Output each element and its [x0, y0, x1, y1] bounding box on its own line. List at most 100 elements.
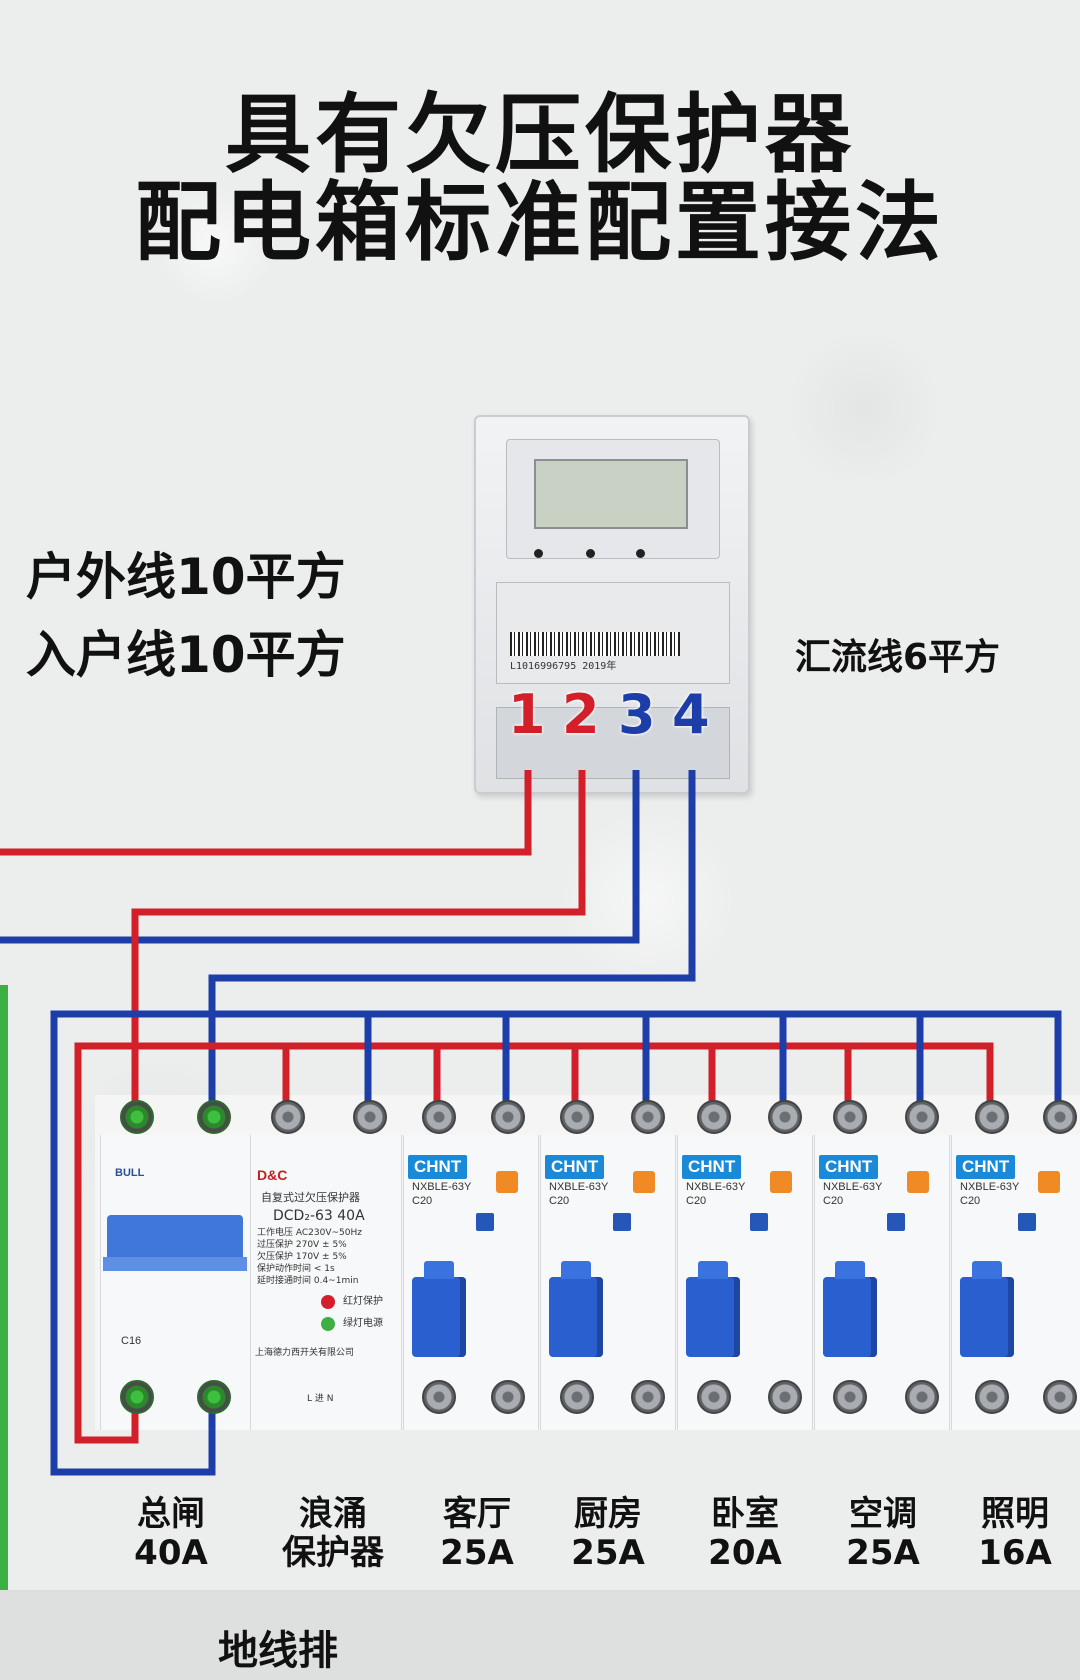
- rcbo-curve: C20: [686, 1195, 707, 1207]
- meter-terminal-4: 4: [672, 683, 710, 746]
- dc-brand-label: D&C: [257, 1167, 288, 1183]
- circuit-label-lighting: 照明 16A: [950, 1494, 1080, 1574]
- rcbo-reset-button[interactable]: [887, 1213, 905, 1231]
- rcbo-handle[interactable]: [823, 1261, 877, 1357]
- chnt-brand-label: CHNT: [956, 1155, 1016, 1179]
- main-breaker-terminal-l-out[interactable]: [120, 1380, 154, 1414]
- rcbo-terminal-l[interactable]: [697, 1100, 731, 1134]
- circuit-label-kitchen: 厨房 25A: [543, 1494, 673, 1574]
- neutral-wire-outdoor: [0, 770, 640, 944]
- rcbo-test-button[interactable]: [1038, 1171, 1060, 1193]
- rcbo-terminal-l[interactable]: [975, 1100, 1009, 1134]
- surge-terminal-n[interactable]: [353, 1100, 387, 1134]
- circuit-rating: 40A: [134, 1533, 208, 1574]
- rcbo-reset-button[interactable]: [476, 1213, 494, 1231]
- main-breaker-handle[interactable]: [107, 1215, 243, 1263]
- rcbo-test-button[interactable]: [907, 1171, 929, 1193]
- rcbo-terminal-l[interactable]: [833, 1100, 867, 1134]
- rcbo-out-terminal[interactable]: [422, 1380, 456, 1414]
- circuit-label-surge: 浪涌 保护器: [258, 1494, 408, 1573]
- rcbo-out-terminal[interactable]: [1043, 1380, 1077, 1414]
- main-breaker-handle-bar: [103, 1257, 247, 1271]
- circuit-label-living-room: 客厅 25A: [412, 1494, 542, 1574]
- rcbo-out-terminal[interactable]: [491, 1380, 525, 1414]
- rcbo-curve: C20: [412, 1195, 433, 1207]
- meter-barcode: [510, 632, 680, 656]
- circuit-name: 总闸: [137, 1494, 205, 1534]
- rcbo-handle[interactable]: [686, 1261, 740, 1357]
- chnt-brand-label: CHNT: [545, 1155, 605, 1179]
- rcbo-out-terminal[interactable]: [697, 1380, 731, 1414]
- main-breaker-rating: C16: [121, 1335, 142, 1347]
- circuit-name: 照明: [981, 1494, 1049, 1534]
- rcbo-curve: C20: [549, 1195, 570, 1207]
- rcbo-out-terminal[interactable]: [560, 1380, 594, 1414]
- diagram-title-line1: 具有欠压保护器: [225, 85, 855, 185]
- circuit-rating: 25A: [846, 1533, 920, 1574]
- rcbo-out-terminal[interactable]: [833, 1380, 867, 1414]
- circuit-rating: 20A: [708, 1533, 782, 1574]
- circuit-label-main: 总闸 40A: [106, 1494, 236, 1574]
- meter-indicator-dot: [534, 549, 543, 558]
- main-breaker-terminal-l-in[interactable]: [120, 1100, 154, 1134]
- live-bus: [74, 1042, 994, 1444]
- rcbo-test-button[interactable]: [633, 1171, 655, 1193]
- rcbo-terminal-l[interactable]: [560, 1100, 594, 1134]
- rcbo-model: NXBLE-63Y: [686, 1181, 746, 1193]
- rcbo-reset-button[interactable]: [750, 1213, 768, 1231]
- rcbo-test-button[interactable]: [770, 1171, 792, 1193]
- rcbo-terminal-n[interactable]: [631, 1100, 665, 1134]
- circuit-rating: 25A: [571, 1533, 645, 1574]
- surge-terminal-label: L 进 N: [307, 1394, 334, 1404]
- green-indicator-lamp: [321, 1317, 335, 1331]
- rcbo-model: NXBLE-63Y: [412, 1181, 472, 1193]
- rcbo-terminal-n[interactable]: [491, 1100, 525, 1134]
- chnt-brand-label: CHNT: [408, 1155, 468, 1179]
- rcbo-handle[interactable]: [549, 1261, 603, 1357]
- surge-spec-5: 延时接通时间 0.4~1min: [257, 1276, 359, 1286]
- rcbo-handle[interactable]: [960, 1261, 1014, 1357]
- surge-terminal-l[interactable]: [271, 1100, 305, 1134]
- surge-spec-4: 保护动作时间 < 1s: [257, 1264, 335, 1274]
- bull-brand-label: BULL: [115, 1167, 145, 1179]
- main-breaker: BULL C16: [100, 1135, 252, 1430]
- rcbo-living-room: CHNT NXBLE-63Y C20: [403, 1135, 539, 1430]
- rcbo-terminal-n[interactable]: [1043, 1100, 1077, 1134]
- rcbo-out-terminal[interactable]: [768, 1380, 802, 1414]
- earth-bar-rail: [0, 1590, 1080, 1680]
- rcbo-curve: C20: [960, 1195, 981, 1207]
- circuit-name: 客厅: [443, 1494, 511, 1534]
- rcbo-model: NXBLE-63Y: [549, 1181, 609, 1193]
- circuit-label-bedroom: 卧室 20A: [680, 1494, 810, 1574]
- rcbo-reset-button[interactable]: [1018, 1213, 1036, 1231]
- rcbo-test-button[interactable]: [496, 1171, 518, 1193]
- rcbo-out-terminal[interactable]: [975, 1380, 1009, 1414]
- meter-terminal-2: 2: [562, 683, 600, 746]
- rcbo-out-terminal[interactable]: [905, 1380, 939, 1414]
- circuit-rating: 16A: [978, 1533, 1052, 1574]
- meter-indicator-dot: [586, 549, 595, 558]
- rcbo-terminal-n[interactable]: [905, 1100, 939, 1134]
- meter-terminal-1: 1: [508, 683, 546, 746]
- incoming-line-label: 入户线10平方: [26, 626, 346, 684]
- diagram-title-line2: 配电箱标准配置接法: [135, 173, 945, 273]
- rcbo-terminal-l[interactable]: [422, 1100, 456, 1134]
- chnt-brand-label: CHNT: [682, 1155, 742, 1179]
- rcbo-model: NXBLE-63Y: [960, 1181, 1020, 1193]
- outdoor-line-label: 户外线10平方: [26, 548, 346, 606]
- neutral-bus: [50, 1010, 1062, 1476]
- circuit-label-air-conditioner: 空调 25A: [818, 1494, 948, 1574]
- circuit-rating: 25A: [440, 1533, 514, 1574]
- meter-terminal-3: 3: [618, 683, 656, 746]
- main-breaker-terminal-n-out[interactable]: [197, 1380, 231, 1414]
- rcbo-terminal-n[interactable]: [768, 1100, 802, 1134]
- circuit-name: 浪涌: [299, 1494, 367, 1534]
- rcbo-reset-button[interactable]: [613, 1213, 631, 1231]
- rcbo-handle[interactable]: [412, 1261, 466, 1357]
- main-breaker-terminal-n-in[interactable]: [197, 1100, 231, 1134]
- surge-spec-2: 过压保护 270V ± 5%: [257, 1240, 347, 1250]
- surge-protector-name: 自复式过欠压保护器: [261, 1191, 360, 1204]
- surge-spec-3: 欠压保护 170V ± 5%: [257, 1252, 347, 1262]
- rcbo-out-terminal[interactable]: [631, 1380, 665, 1414]
- surge-spec-1: 工作电压 AC230V~50Hz: [257, 1228, 362, 1238]
